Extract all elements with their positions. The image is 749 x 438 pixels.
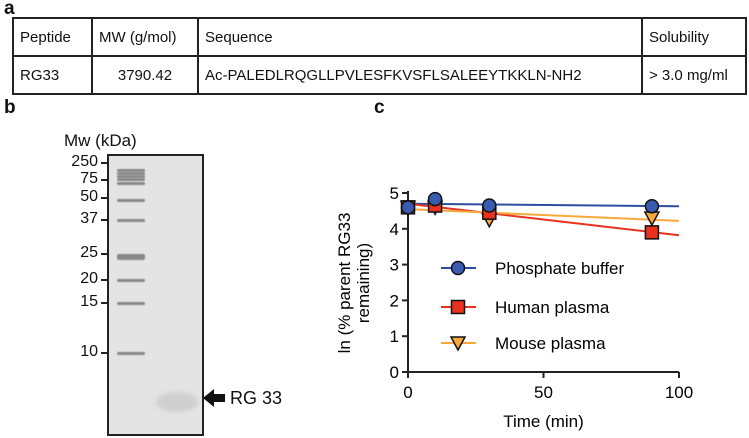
ladder-band xyxy=(117,172,145,175)
ladder-band xyxy=(117,279,145,282)
ladder-band xyxy=(117,219,145,222)
gel-marker-tick xyxy=(101,219,107,221)
x-tick-label: 100 xyxy=(665,383,693,402)
data-point-circle xyxy=(644,198,660,214)
peptide-table: Peptide MW (g/mol) Sequence Solubility R… xyxy=(12,17,747,95)
ladder-band xyxy=(117,175,145,178)
x-tick-label: 50 xyxy=(534,383,553,402)
ladder-band xyxy=(117,199,145,202)
gel-image xyxy=(107,154,204,436)
cell-sequence: Ac-PALEDLRQGLLPVLESFKVSFLSALEEYTKKLN-NH2 xyxy=(197,55,643,95)
gel-marker-tick xyxy=(101,279,107,281)
y-tick-label: 3 xyxy=(390,256,399,275)
fit-line-1 xyxy=(407,202,680,237)
ladder-band xyxy=(117,352,145,355)
fit-line-2 xyxy=(407,208,680,222)
gel-marker-label: 25 xyxy=(80,244,98,261)
legend-label: Phosphate buffer xyxy=(495,259,625,278)
cell-solubility: > 3.0 mg/ml xyxy=(641,55,747,95)
x-axis-label: Time (min) xyxy=(503,412,584,431)
data-point-square xyxy=(644,225,660,240)
band-label: RG 33 xyxy=(230,388,283,408)
table-row: RG33 3790.42 Ac-PALEDLRQGLLPVLESFKVSFLSA… xyxy=(12,55,747,95)
legend-label: Human plasma xyxy=(495,298,610,317)
panel-label-b: b xyxy=(4,97,16,118)
rg33-band xyxy=(156,392,198,412)
ladder-band xyxy=(117,178,145,181)
fit-line-0 xyxy=(407,202,680,208)
x-tick-label: 0 xyxy=(403,383,412,402)
ladder-band xyxy=(117,254,145,260)
legend-label: Mouse plasma xyxy=(495,334,606,353)
gel-marker-tick xyxy=(101,162,107,164)
cell-mw: 3790.42 xyxy=(91,55,199,95)
legend-marker xyxy=(450,260,466,276)
y-tick-label: 5 xyxy=(390,184,399,203)
y-axis-label: ln (% parent RG33remaining) xyxy=(335,213,373,354)
arrow-left-icon xyxy=(203,389,225,407)
gel-marker-label: 75 xyxy=(80,170,98,187)
ladder-band xyxy=(117,182,145,185)
gel-marker-label: 20 xyxy=(80,270,98,287)
gel-title: Mw (kDa) xyxy=(64,131,137,150)
legend-marker xyxy=(450,299,466,315)
cell-peptide: RG33 xyxy=(12,55,93,95)
data-point-circle xyxy=(427,191,443,207)
header-peptide: Peptide xyxy=(12,17,93,57)
header-mw: MW (g/mol) xyxy=(91,17,199,57)
gel-marker-label: 37 xyxy=(80,210,98,227)
gel-marker-tick xyxy=(101,197,107,199)
gel-marker-label: 10 xyxy=(80,343,98,360)
gel-marker-label: 50 xyxy=(80,188,98,205)
legend-marker xyxy=(449,336,467,352)
y-tick-label: 1 xyxy=(390,327,399,346)
panel-label-c: c xyxy=(374,97,385,118)
gel-marker-label: 15 xyxy=(80,293,98,310)
gel-marker-tick xyxy=(101,302,107,304)
header-solubility: Solubility xyxy=(641,17,747,57)
ladder-band xyxy=(117,302,145,305)
ladder-band xyxy=(117,169,145,172)
header-sequence: Sequence xyxy=(197,17,643,57)
data-point-circle xyxy=(482,198,497,213)
y-tick-label: 4 xyxy=(390,220,399,239)
panel-label-a: a xyxy=(4,0,15,19)
y-tick-label: 0 xyxy=(390,363,399,382)
gel-marker-tick xyxy=(101,253,107,255)
gel-marker-label: 250 xyxy=(71,153,98,170)
y-tick-label: 2 xyxy=(390,291,399,310)
data-point-circle xyxy=(400,200,416,215)
table-header-row: Peptide MW (g/mol) Sequence Solubility xyxy=(12,17,747,57)
gel-marker-tick xyxy=(101,352,107,354)
gel-marker-tick xyxy=(101,179,107,181)
